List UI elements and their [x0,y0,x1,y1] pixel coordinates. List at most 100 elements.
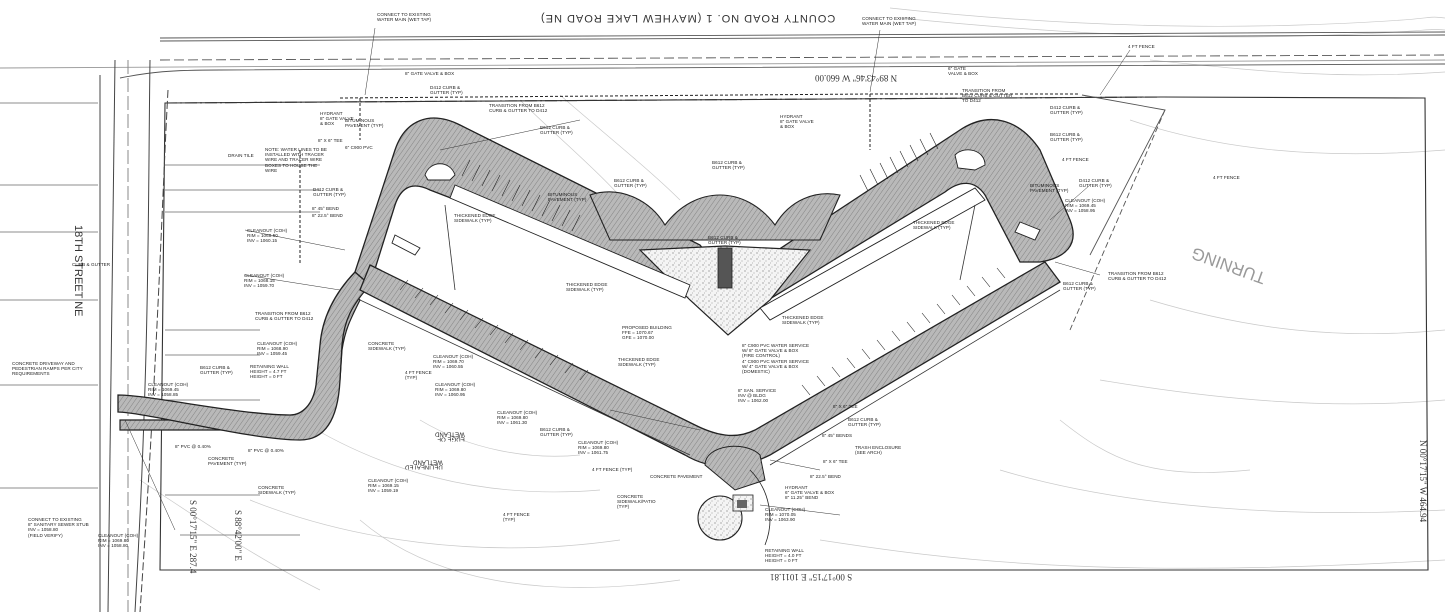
callout-cleanout-7: CLEANOUT (COH) RIM = 1069.70 INV = 1060.… [433,354,474,370]
callout-bend-45: 8" 45° BEND [312,206,339,211]
callout-cleanout-8: CLEANOUT (COH) RIM = 1069.80 INV = 1060.… [435,382,476,398]
callout-water-service: 8" C900 PVC WATER SERVICE W/ 8" GATE VAL… [742,343,810,375]
callout-pvc-w2: 8" PVC @ 0.40% [248,448,284,453]
callout-cpvc-w: 6" C900 PVC [345,145,373,150]
callout-bend-22: 8" 22.5° BEND [312,213,343,218]
callout-trans-e2: TRANSITION FROM B612 CURB & GUTTER TO D4… [1108,271,1167,282]
proposed-building [638,245,812,336]
leader-lines [124,27,1131,531]
callout-ft-fence-e: 4 FT FENCE [1128,44,1155,49]
callout-proposed-bldg: PROPOSED BUILDING FFE = 1070.67 GFE = 10… [622,325,672,341]
callout-tee-s2: 8" X 6" TEE [833,404,858,409]
callout-hydrant-w: HYDRANT 8" GATE VALVE & BOX [320,111,354,127]
north-lobes [589,191,841,241]
callout-driveway: CONCRETE DRIVEWAY AND PEDESTRIAN RAMPS P… [12,361,83,377]
callout-cleanout-10: CLEANOUT (COH) RIM = 1069.80 INV = 1061.… [578,440,619,456]
south-patio [697,445,771,546]
county-road-label: COUNTY ROAD NO. 1 (MAYHEW LAKE ROAD NE) [540,12,836,24]
north-bearing: N 89°43'46" W 660.00 [815,73,898,83]
south-drive [359,261,1061,467]
sidewalks [359,204,1061,466]
18th-street [99,59,169,612]
callout-conc-walk-s: CONCRETE SIDEWALK/PATIO (TYP) [617,494,656,510]
callout-gate-valve-w: 8" GATE VALVE & BOX [405,71,455,76]
callout-d412-w: D412 CURB & GUTTER (TYP) [430,85,463,96]
callout-san-service: 8" SAN. SERVICE INV @ BLDG INV = 1062.00 [738,388,777,404]
callout-ft-fence-c: 4 FT FENCE (TYP) [405,370,432,381]
callout-b612-e3: B612 CURB & GUTTER (TYP) [1063,281,1096,292]
callout-bit-c: BITUMINOUS PAVEMENT (TYP) [548,192,587,203]
callout-b612-e: B612 CURB & GUTTER (TYP) [848,417,881,428]
callout-drain-tile: DRAIN TILE [228,153,254,158]
south-bearing: S 00°17'15" E 1011.81 [770,572,853,582]
building-entry [717,247,733,289]
callout-thick-e: THICKENED EDGE SIDEWALK (TYP) [913,220,955,231]
south-west-bearing: S 88°42'00" E [233,510,243,561]
callout-b612-w: B612 CURB & GUTTER (TYP) [540,125,573,136]
east-boundary [1069,94,1166,331]
callout-pvc-w: 8" PVC @ 0.40% [175,444,211,449]
callout-d412-e2: D412 CURB & GUTTER (TYP) [1079,178,1112,189]
east-bearing: N 00°17'15" W 464.94 [1418,440,1428,523]
callout-d412-w2: D412 CURB & GUTTER (TYP) [313,187,346,198]
callout-d412-e: D412 CURB & GUTTER (TYP) [1050,105,1083,116]
callout-thick-edge4: THICKENED EDGE SIDEWALK (TYP) [782,315,824,326]
callout-b612-island: B612 CURB & GUTTER (TYP) [708,235,741,246]
callout-wm-west: CONNECT TO EXISTING WATER MAIN (WET TAP) [377,12,432,23]
callout-note: NOTE: WATER LINES TO BE INSTALLED WITH T… [265,147,327,173]
property-boundary [159,96,1429,571]
callout-b612-e2: B612 CURB & GUTTER (TYP) [1050,132,1083,143]
callout-bend-s3: 8" 45° BENDS [822,433,853,438]
south-west-bearing-b: S 00°17'15" E 287.4 [188,500,198,574]
callout-cleanout-1: CLEANOUT (COH) RIM = 1068.50 INV = 1060.… [247,228,288,244]
callout-ret-wall: RETAINING WALL HEIGHT = 4.7 FT HEIGHT = … [250,364,289,380]
callout-hydrant-e: HYDRANT 8" GATE VALVE & BOX [780,114,814,130]
callout-conc-pav-s: CONCRETE PAVEMENT [650,474,703,479]
callout-bit-pav-w: BITUMINOUS PAVEMENT (TYP) [345,118,384,129]
callout-ft-fence-e2: 4 FT FENCE [1062,157,1089,162]
callout-cleanout-12: CLEANOUT (COH) RIM = 1069.45 INV = 1058.… [1065,198,1106,214]
callout-trans-b612: TRANSITION FROM B612 CURB & GUTTER TO D4… [489,103,548,114]
callout-san-stub: CONNECT TO EXISTING 8" SANITARY SEWER ST… [28,517,89,538]
parking-stalls [399,132,1006,396]
callout-cleanout-3: CLEANOUT (COH) RIM = 1068.90 INV = 1059.… [257,341,298,357]
callout-hydrant-s: HYDRANT 6" GATE VALVE & BOX 8" 11.25° BE… [785,485,835,501]
callout-b612-c: B612 CURB & GUTTER (TYP) [614,178,647,189]
callout-conc-sidewalk-c: CONCRETE SIDEWALK (TYP) [368,341,406,352]
callout-trans-d412-e: TRANSITION FROM B612 CURB & GUTTER TO D4… [962,88,1013,104]
callout-conc-pav: CONCRETE PAVEMENT (TYP) [208,456,247,467]
18th-street-label: 18TH STREET NE [72,225,84,317]
callout-ft-fence-e3: 4 FT FENCE [1213,175,1240,180]
callout-e-gate: 6" GATE VALVE & BOX [948,66,978,77]
islands [391,149,1041,321]
callout-delineated: DELINEATED WETLAND [405,458,443,470]
callout-b612-top: B612 CURB & GUTTER (TYP) [712,160,745,171]
county-road [0,31,1445,79]
callout-edge-wetland: EDGE OF WETLAND [435,430,465,442]
callout-b612-sw: B612 CURB & GUTTER (TYP) [200,365,233,376]
water-lines [299,93,1080,265]
callout-ft-fence-s: 4 FT FENCE (TYP) [592,467,633,472]
callout-cleanout-11: CLEANOUT (COH) RIM = 1070.05 INV = 1063.… [765,507,806,523]
lot-lines [0,102,320,536]
parking-east-arm [739,118,1074,306]
callout-bit-e: BITUMINOUS PAVEMENT (TYP) [1030,183,1069,194]
callout-cleanout-9: CLEANOUT (COH) RIM = 1069.80 INV = 1061.… [497,410,538,426]
callout-curb-gutter: CURB & GUTTER [72,262,111,267]
callout-thick-edge: THICKENED EDGE SIDEWALK (TYP) [454,213,496,224]
callout-cleanout-5: CLEANOUT (COH) RIM = 1069.15 INV = 1059.… [368,478,409,494]
callout-ret-wall-s: RETAINING WALL HEIGHT = 4.0 FT HEIGHT = … [765,548,804,564]
callout-trans-b612-w: TRANSITION FROM B612 CURB & GUTTER TO D4… [255,311,314,322]
callout-cleanout-6: CLEANOUT (COH) RIM = 1069.80 INV = 1058.… [98,533,139,549]
callout-cleanout-4: CLEANOUT (COH) RIM = 1069.45 INV = 1058.… [148,382,189,398]
callout-tee-w: 8" X 6" TEE [318,138,343,143]
contour-lines [139,7,1445,591]
callout-trash: TRASH ENCLOSURE (SEE ARCH) [855,445,902,456]
callout-thick-edge3: THICKENED EDGE SIDEWALK (TYP) [618,357,660,368]
callout-thick-edge2: THICKENED EDGE SIDEWALK (TYP) [566,282,608,293]
callout-cleanout-2: CLEANOUT (COH) RIM = 1068.15 INV = 1059.… [244,273,285,289]
callout-tee-s: 8" X 6" TEE [823,459,848,464]
callout-ft-fence-s2: 4 FT FENCE (TYP) [503,512,530,523]
callout-b612-sc: B612 CURB & GUTTER (TYP) [540,427,573,438]
